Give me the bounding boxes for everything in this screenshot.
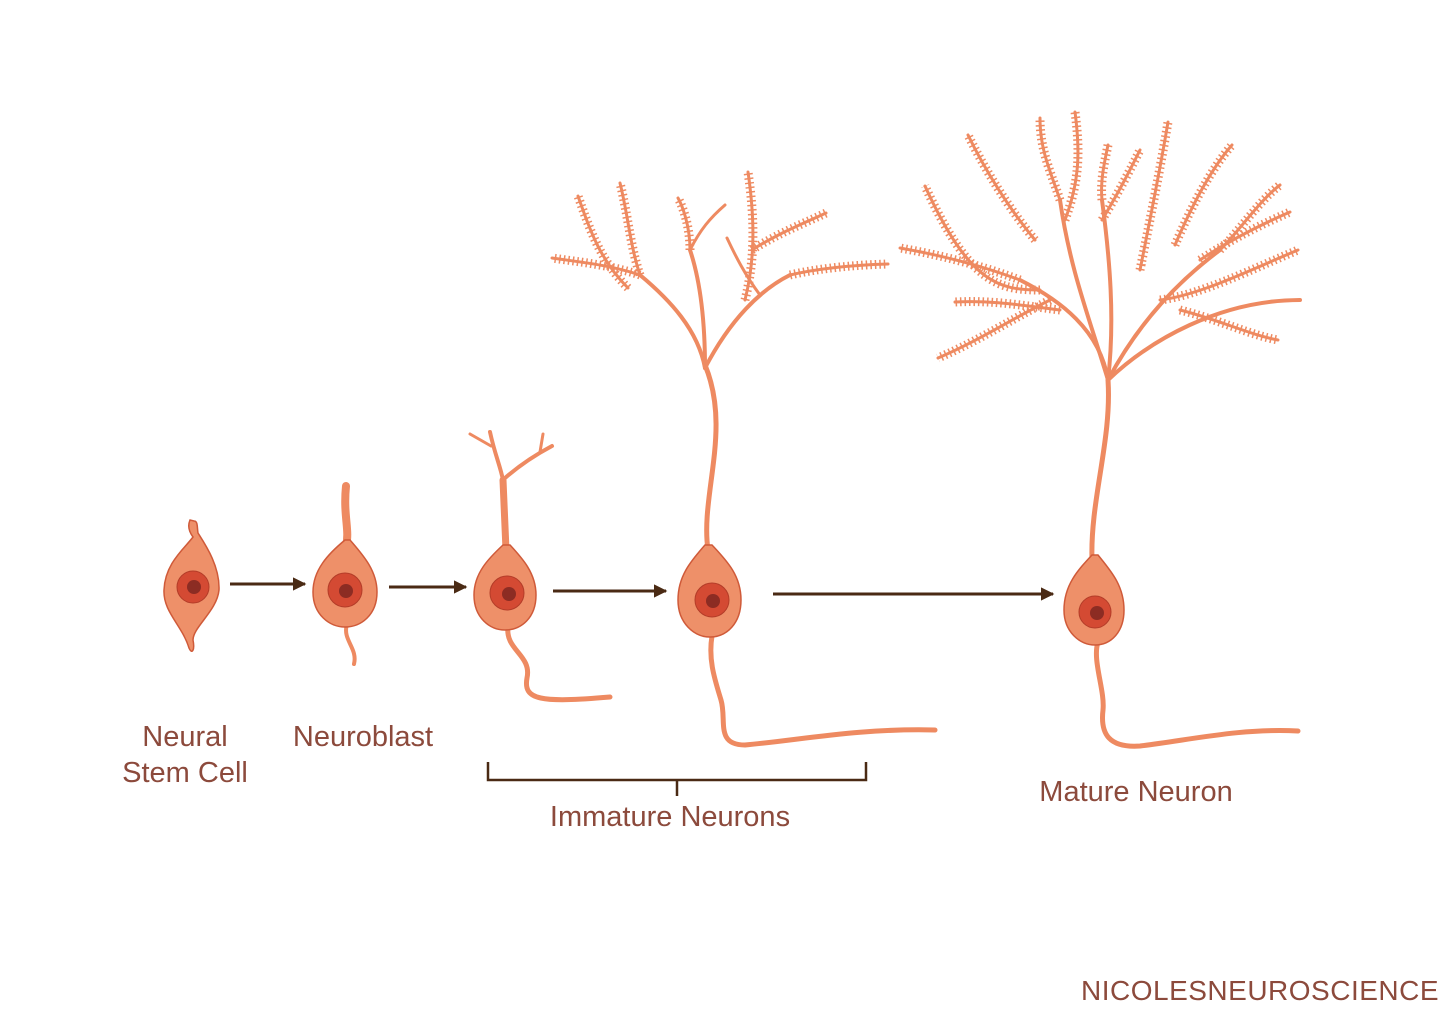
neuroblast-icon	[313, 486, 377, 664]
mature-neuron-label: Mature Neuron	[1010, 774, 1262, 810]
mature-neuron-icon	[900, 112, 1300, 746]
neural-stem-cell-label: Neural Stem Cell	[95, 719, 275, 791]
neural-stem-cell-label-line1: Neural	[95, 719, 275, 755]
immature-neurons-label: Immature Neurons	[520, 799, 820, 835]
neural-stem-cell-icon	[164, 520, 219, 651]
immature-neuron-late-icon	[552, 172, 935, 745]
neuroblast-label: Neuroblast	[268, 719, 458, 755]
watermark: NICOLESNEUROSCIENCE	[1081, 975, 1439, 1007]
immature-neuron-early-icon	[470, 432, 610, 700]
neural-stem-cell-label-line2: Stem Cell	[95, 755, 275, 791]
immature-neurons-bracket	[488, 762, 866, 796]
